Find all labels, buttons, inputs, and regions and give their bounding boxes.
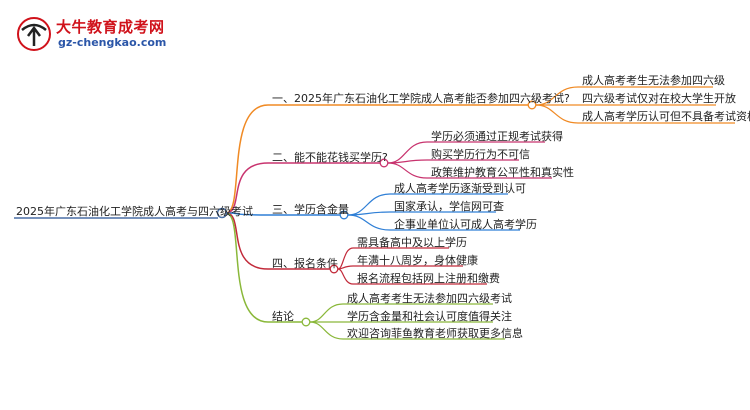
branch-3-leaf-3[interactable]: 企事业单位认可成人高考学历 (394, 218, 537, 231)
branch-3-leaf-3-curve (347, 214, 391, 231)
branch-3-curve (225, 212, 269, 216)
branch-1-leaf-2[interactable]: 四六级考试仅对在校大学生开放 (582, 92, 736, 105)
branch-5-curve (225, 212, 269, 323)
branch-3-label[interactable]: 三、学历含金量 (272, 203, 349, 216)
branch-1-label[interactable]: 一、2025年广东石油化工学院成人高考能否参加四六级考试? (272, 92, 570, 105)
branch-4-label[interactable]: 四、报名条件 (272, 257, 338, 270)
branch-4-leaf-3-curve (337, 268, 354, 285)
root-node[interactable]: 2025年广东石油化工学院成人高考与四六级考试 (16, 205, 253, 218)
bull-logo-icon (17, 17, 51, 51)
branch-3-knob (339, 210, 349, 220)
branch-1-curve (225, 104, 269, 214)
branch-3-leaf-2[interactable]: 国家承认，学信网可查 (394, 200, 504, 213)
branch-2-curve (225, 162, 269, 214)
branch-1-knob (527, 100, 537, 110)
branch-4-knob (329, 264, 339, 274)
branch-4-leaf-3[interactable]: 报名流程包括网上注册和缴费 (357, 272, 500, 285)
branch-2-leaf-3-curve (387, 162, 428, 179)
branch-2-leaf-1[interactable]: 学历必须通过正规考试获得 (431, 130, 563, 143)
branch-5-leaf-1-curve (309, 303, 344, 323)
branch-1-leaf-1[interactable]: 成人高考考生无法参加四六级 (582, 74, 725, 87)
branch-5-leaf-2[interactable]: 学历含金量和社会认可度值得关注 (347, 310, 512, 323)
branch-4-curve (225, 212, 269, 270)
branch-5-leaf-1[interactable]: 成人高考考生无法参加四六级考试 (347, 292, 512, 305)
root-knob (216, 207, 228, 219)
branch-2-leaf-2[interactable]: 购买学历行为不可信 (431, 148, 530, 161)
branch-1-leaf-3[interactable]: 成人高考学历认可但不具备考试资格 (582, 110, 750, 123)
branch-2-label[interactable]: 二、能不能花钱买学历? (272, 151, 388, 164)
branch-4-leaf-2[interactable]: 年满十八周岁，身体健康 (357, 254, 478, 267)
branch-5-leaf-3[interactable]: 欢迎咨询菲鱼教育老师获取更多信息 (347, 327, 523, 340)
logo-title: 大牛教育成考网 (56, 18, 165, 36)
branch-5-leaf-3-curve (309, 321, 344, 340)
branch-5-knob (301, 317, 311, 327)
branch-2-leaf-3[interactable]: 政策维护教育公平性和真实性 (431, 166, 574, 179)
branch-2-knob (379, 158, 389, 168)
site-logo[interactable]: 大牛教育成考网 gz-chengkao.com (14, 14, 167, 54)
branch-1-leaf-3-curve (535, 104, 579, 124)
branch-3-leaf-1[interactable]: 成人高考学历逐渐受到认可 (394, 182, 526, 195)
branch-4-leaf-1[interactable]: 需具备高中及以上学历 (357, 236, 467, 249)
branch-5-label[interactable]: 结论 (272, 310, 294, 323)
logo-url: gz-chengkao.com (58, 36, 167, 49)
